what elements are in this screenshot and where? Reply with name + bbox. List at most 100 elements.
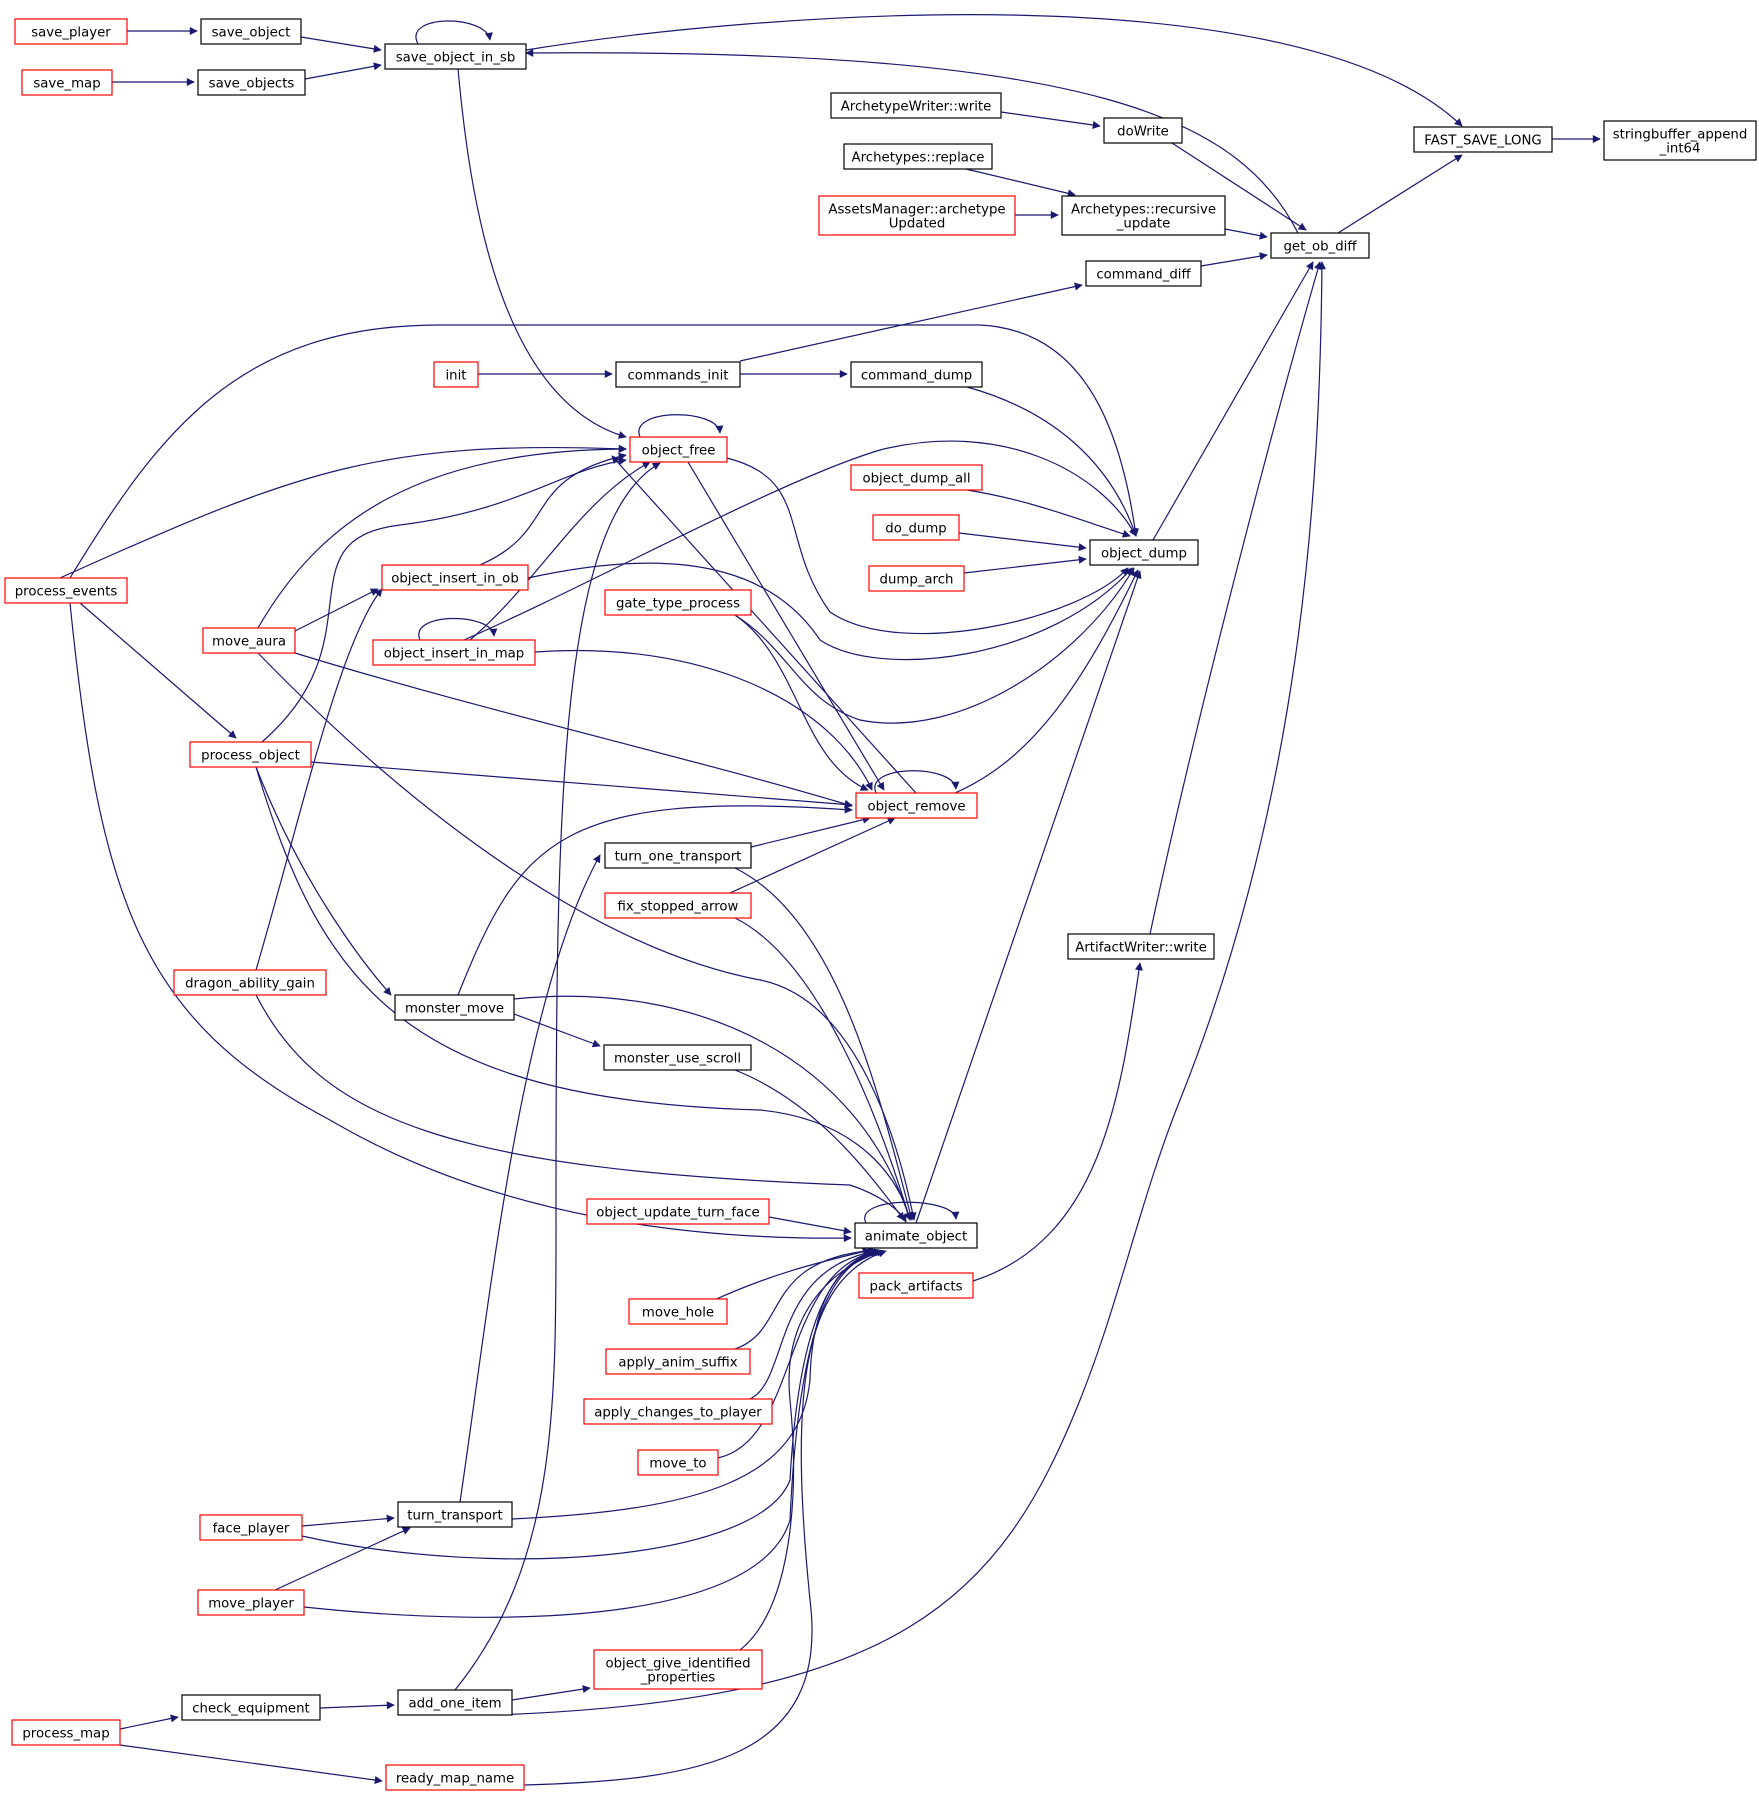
node-box (197, 69, 306, 96)
node-label: doWrite (1117, 125, 1169, 140)
node-move-aura[interactable]: move_aura (202, 627, 296, 654)
call-edge-monster-use-scroll-to-animate-object (734, 1069, 905, 1221)
node-get-ob-diff[interactable]: get_ob_diff (1270, 232, 1370, 259)
call-edge-apply-anim-suffix-to-animate-object (734, 1246, 876, 1350)
call-edge-check-equipment-to-add-one-item (319, 1701, 395, 1710)
node-object-dump[interactable]: object_dump (1089, 539, 1199, 566)
node-process-events[interactable]: process_events (4, 577, 128, 604)
node-move-to[interactable]: move_to (637, 1449, 719, 1476)
node-command-diff[interactable]: command_diff (1085, 260, 1202, 287)
node-object-insert-in-ob[interactable]: object_insert_in_ob (381, 564, 529, 591)
node-label: get_ob_diff (1283, 240, 1357, 255)
node-box (14, 18, 128, 45)
node-label: FAST_SAVE_LONG (1424, 134, 1541, 149)
node-face-player[interactable]: face_player (199, 1514, 303, 1541)
call-edge-command-dump-to-object-dump (966, 386, 1138, 537)
node-monster-use-scroll[interactable]: monster_use_scroll (603, 1044, 752, 1071)
node-pack-artifacts[interactable]: pack_artifacts (858, 1272, 974, 1299)
node-dump-arch[interactable]: dump_arch (868, 565, 965, 592)
node-label: monster_move (405, 1002, 504, 1017)
call-edge-object-dump-to-get-ob-diff (1152, 261, 1314, 541)
node-box (868, 565, 965, 592)
function-nodes: stringbuffer_append_int64 FAST_SAVE_LONG s… (4, 18, 1757, 1791)
node-box (189, 741, 312, 768)
node-save-objects[interactable]: save_objects (197, 69, 306, 96)
node-label: stringbuffer_append (1613, 128, 1748, 143)
node-label: save_objects (209, 77, 295, 92)
node-box (394, 994, 515, 1021)
node-dragon-ability-gain[interactable]: dragon_ability_gain (173, 969, 327, 996)
call-edge-archetypes-recursive-update-to-get-ob-diff (1224, 228, 1268, 240)
node-turn-one-transport[interactable]: turn_one_transport (604, 842, 752, 869)
node-label: object_dump_all (862, 472, 970, 487)
node-label: ArtifactWriter::write (1075, 941, 1207, 956)
call-edge-process-object-to-object-remove (310, 761, 853, 809)
node-monster-move[interactable]: monster_move (394, 994, 515, 1021)
call-edge-process-events-to-object-free (59, 444, 627, 579)
call-edge-move-aura-to-object-free (257, 445, 627, 629)
node-process-object[interactable]: process_object (189, 741, 312, 768)
call-edge-object-free-to-object-remove (687, 461, 885, 791)
node-box (593, 1649, 763, 1690)
node-dowrite[interactable]: doWrite (1103, 117, 1183, 144)
node-fast-save-long[interactable]: FAST_SAVE_LONG (1413, 126, 1553, 153)
node-fix-stopped-arrow[interactable]: fix_stopped_arrow (604, 892, 752, 919)
node-archetypes-recursive-update[interactable]: Archetypes::recursive_update (1061, 195, 1226, 236)
node-box (628, 1298, 728, 1325)
node-archetypewriter-write[interactable]: ArchetypeWriter::write (830, 92, 1002, 119)
node-apply-changes-to-player[interactable]: apply_changes_to_player (583, 1398, 773, 1425)
call-edge-move-player-to-animate-object (303, 1248, 883, 1618)
node-object-dump-all[interactable]: object_dump_all (850, 464, 983, 491)
call-edge-artifactwriter-write-to-get-ob-diff (1149, 261, 1322, 935)
node-object-give-identified-properties[interactable]: object_give_identified_properties (593, 1649, 763, 1690)
node-save-object[interactable]: save_object (200, 18, 302, 45)
call-edge-monster-move-to-object-remove (457, 805, 853, 996)
call-edge-add-one-item-to-get-ob-diff (495, 261, 1326, 1716)
node-save-map[interactable]: save_map (21, 69, 113, 96)
call-edge-move-aura-to-object-insert-in-ob (294, 588, 379, 632)
node-save-object-in-sb[interactable]: save_object_in_sb (384, 43, 527, 70)
node-add-one-item[interactable]: add_one_item (397, 1689, 513, 1716)
node-object-remove[interactable]: object_remove (855, 792, 978, 819)
call-edge-object-dump-all-to-object-dump (966, 489, 1131, 538)
node-box (872, 514, 960, 541)
node-do-dump[interactable]: do_dump (872, 514, 960, 541)
node-save-player[interactable]: save_player (14, 18, 128, 45)
call-edge-save-object-in-sb-to-save-object-in-sb (415, 20, 493, 45)
node-check-equipment[interactable]: check_equipment (181, 1694, 321, 1721)
node-object-update-turn-face[interactable]: object_update_turn_face (586, 1198, 770, 1225)
node-label: pack_artifacts (869, 1280, 962, 1295)
node-animate-object[interactable]: animate_object (854, 1222, 978, 1249)
node-ready-map-name[interactable]: ready_map_name (385, 1764, 525, 1791)
node-artifactwriter-write[interactable]: ArtifactWriter::write (1067, 933, 1215, 960)
call-edge-pack-artifacts-to-artifactwriter-write (972, 962, 1143, 1282)
node-object-insert-in-map[interactable]: object_insert_in_map (372, 639, 536, 666)
node-label: turn_transport (407, 1509, 502, 1524)
node-turn-transport[interactable]: turn_transport (397, 1501, 513, 1528)
node-label: ready_map_name (396, 1772, 514, 1787)
node-label: process_object (201, 749, 300, 764)
node-move-hole[interactable]: move_hole (628, 1298, 728, 1325)
node-move-player[interactable]: move_player (197, 1589, 305, 1616)
node-apply-anim-suffix[interactable]: apply_anim_suffix (605, 1348, 751, 1375)
node-box (830, 92, 1002, 119)
node-gate-type-process[interactable]: gate_type_process (604, 589, 752, 616)
node-command-dump[interactable]: command_dump (850, 361, 983, 388)
node-box (381, 564, 529, 591)
node-stringbuffer-append-int64[interactable]: stringbuffer_append_int64 (1603, 120, 1757, 161)
node-object-free[interactable]: object_free (629, 436, 728, 463)
call-edge-commands-init-to-command-diff (739, 282, 1083, 362)
node-label: save_map (33, 77, 100, 92)
call-edge-add-one-item-to-object-free (454, 462, 661, 1691)
node-init[interactable]: init (433, 361, 479, 388)
node-process-map[interactable]: process_map (11, 1719, 121, 1746)
call-edge-object-insert-in-map-to-object-free (469, 461, 651, 641)
call-edges (59, 14, 1601, 1786)
node-commands-init[interactable]: commands_init (615, 361, 741, 388)
node-archetypes-replace[interactable]: Archetypes::replace (843, 143, 993, 170)
node-box (586, 1198, 770, 1225)
call-edge-object-free-to-object-dump (726, 457, 1129, 635)
call-edge-command-diff-to-get-ob-diff (1200, 252, 1268, 267)
call-edge-process-events-to-animate-object (69, 602, 852, 1243)
